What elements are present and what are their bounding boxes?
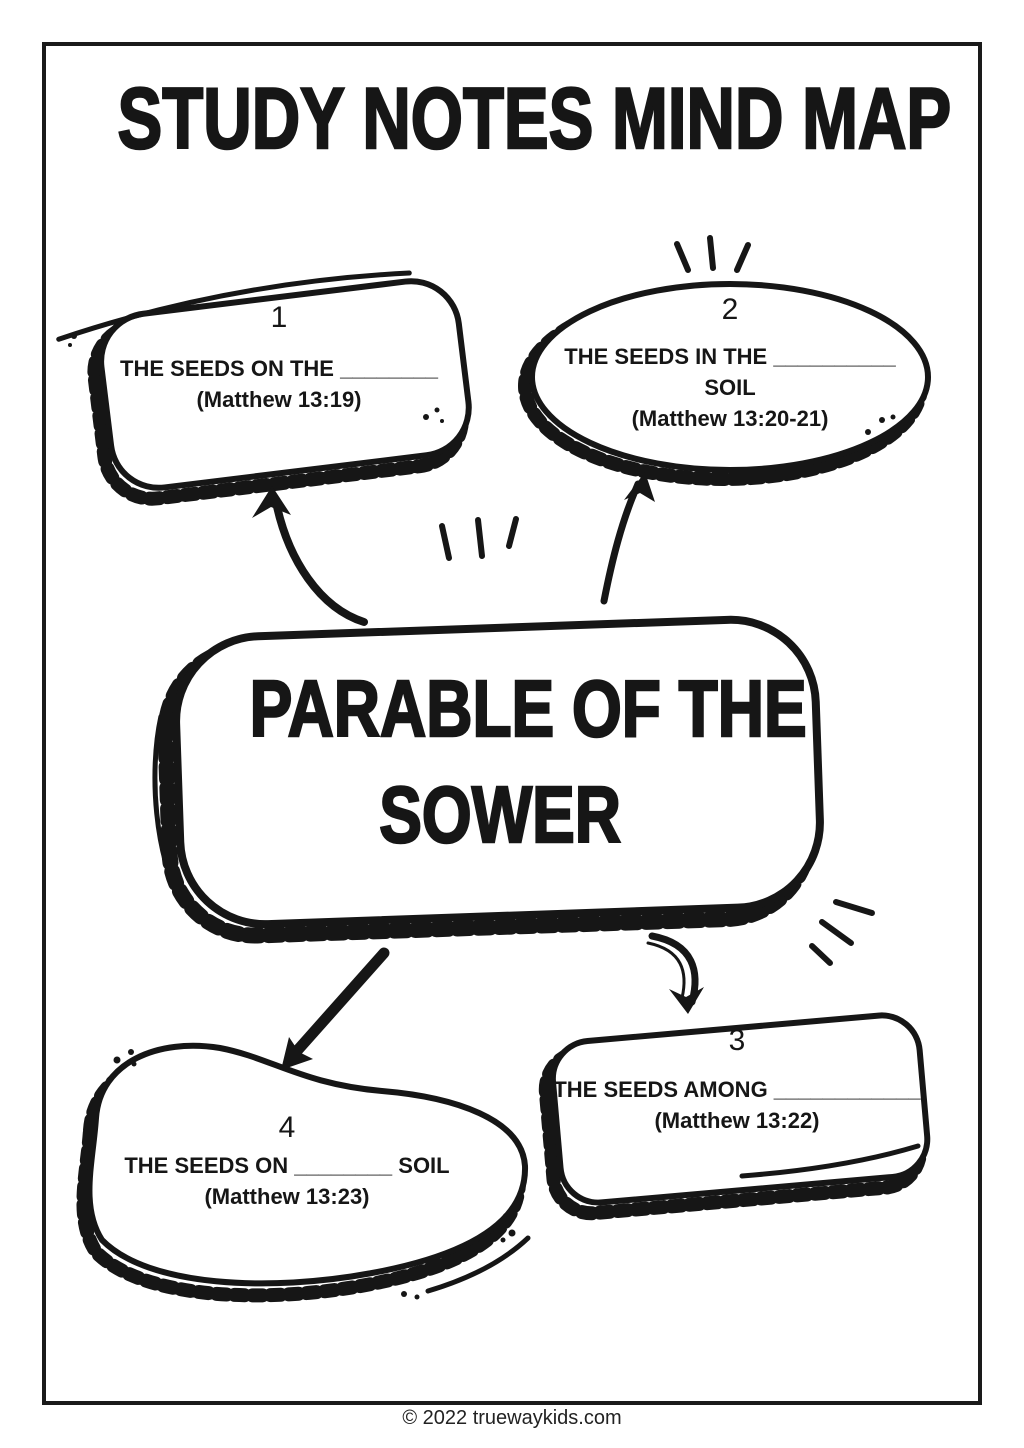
- central-bubble: [152, 615, 824, 944]
- node-3-label: 3 THE SEEDS AMONG ____________ (Matthew …: [537, 1026, 937, 1136]
- bubble-2-ink-dots: [865, 414, 896, 435]
- bubble-1-double-line: [56, 270, 412, 342]
- node-4-label: 4 THE SEEDS ON ________ SOIL (Matthew 13…: [97, 1113, 477, 1212]
- bubble-2-outline: [529, 281, 931, 473]
- page-title-text: STUDY NOTES MIND MAP: [117, 71, 953, 167]
- node-3-title: THE SEEDS AMONG ____________: [553, 1077, 921, 1102]
- bubble-4-outline: [86, 1042, 529, 1287]
- central-bubble-double-line: [152, 714, 185, 907]
- node-4-number: 4: [278, 1111, 296, 1144]
- node-bubble-2: [518, 281, 931, 486]
- node-1-label: 1 THE SEEDS ON THE ________ (Matthew 13:…: [98, 303, 460, 415]
- bubble-1-outline: [98, 278, 472, 491]
- central-bottom-emphasis-marks: [809, 899, 875, 966]
- arrow-to-node-1: [252, 486, 368, 626]
- central-label-line-1: PARABLE OF THE: [249, 663, 808, 755]
- central-label-line-2: SOWER: [378, 769, 622, 861]
- node-4-title: THE SEEDS ON ________ SOIL: [124, 1153, 450, 1178]
- node-3-number: 3: [728, 1024, 746, 1057]
- bubble-4-swoosh-line: [425, 1235, 531, 1294]
- central-top-emphasis-marks: [439, 516, 519, 561]
- bubble-1-ink-dots: [68, 333, 444, 423]
- node-2-reference: (Matthew 13:20-21): [631, 406, 829, 431]
- bubble-3-outline: [549, 1012, 931, 1206]
- copyright-text: © 2022 truewaykids.com: [402, 1407, 622, 1429]
- central-bubble-label: PARABLE OF THE SOWER: [180, 656, 820, 868]
- node-3-reference: (Matthew 13:22): [654, 1108, 820, 1133]
- node-1-title: THE SEEDS ON THE ________: [120, 356, 438, 381]
- node-2-number: 2: [721, 293, 739, 326]
- node-2-title-2: SOIL: [704, 375, 756, 400]
- central-bubble-outline: [172, 615, 824, 929]
- arrow-to-node-4: [281, 947, 390, 1070]
- page-title: STUDY NOTES MIND MAP: [0, 71, 1024, 167]
- node-bubble-1: [56, 270, 472, 506]
- bubble-3-swoosh-line: [739, 1143, 921, 1179]
- node-1-reference: (Matthew 13:19): [196, 387, 362, 412]
- node-1-number: 1: [270, 301, 288, 334]
- node-bubble-4: [76, 1042, 531, 1303]
- arrow-to-node-2: [600, 472, 655, 605]
- node-2-label: 2 THE SEEDS IN THE __________ SOIL (Matt…: [530, 295, 930, 434]
- bubble-3-ink-dots: [697, 1200, 715, 1210]
- node-2-title: THE SEEDS IN THE __________: [564, 344, 896, 369]
- arrow-to-node-3: [646, 932, 704, 1014]
- bubble-4-ink-dots: [113, 1049, 516, 1300]
- page-border: [42, 42, 982, 1405]
- node-4-reference: (Matthew 13:23): [204, 1184, 370, 1209]
- bubble-2-emphasis-marks: [674, 235, 751, 273]
- node-bubble-3: [538, 1012, 931, 1221]
